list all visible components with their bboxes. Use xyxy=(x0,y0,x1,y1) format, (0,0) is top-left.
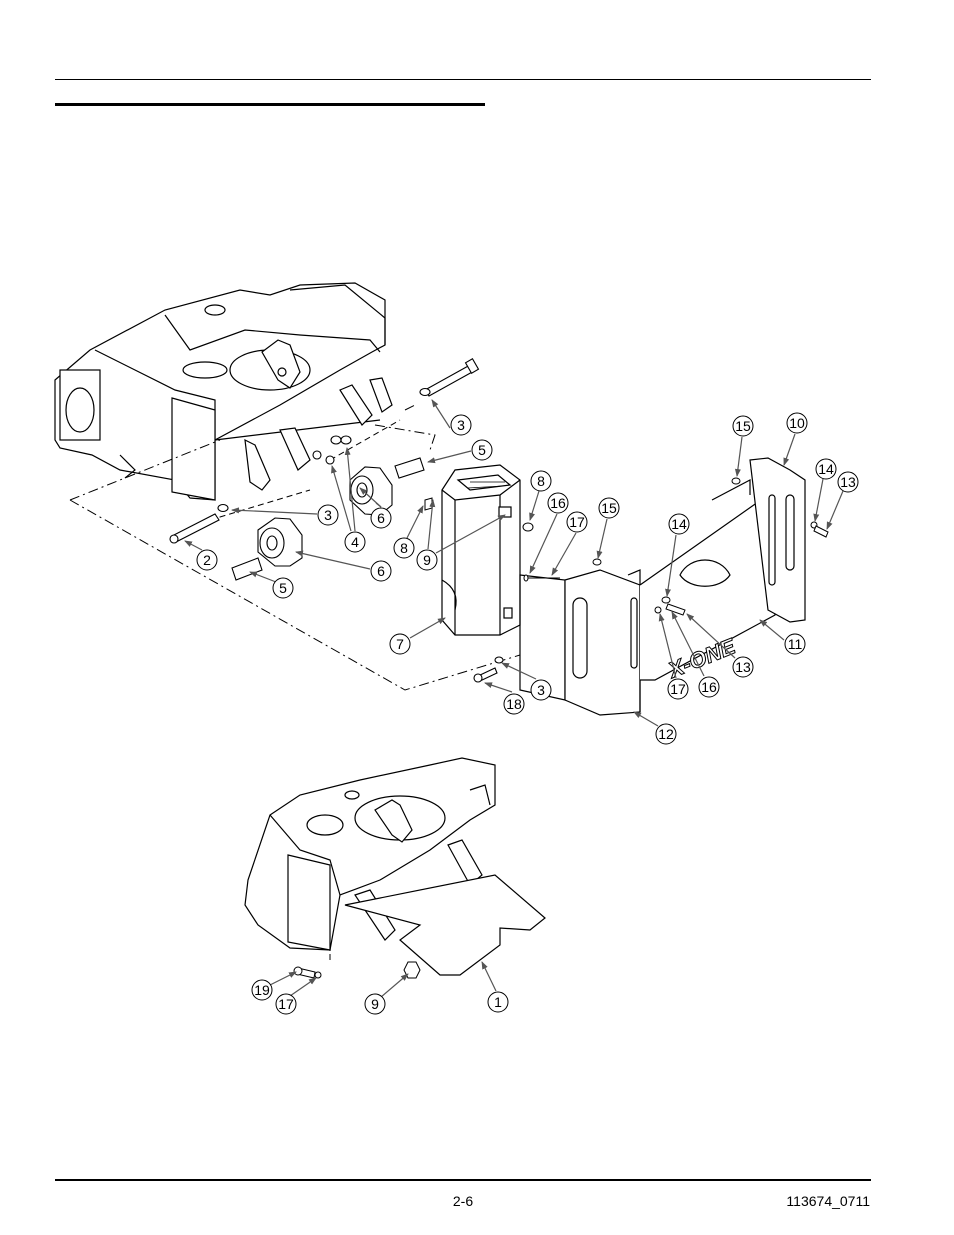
svg-text:9: 9 xyxy=(423,552,431,568)
hardware-upper xyxy=(169,358,504,683)
callout-16b: 16 xyxy=(671,611,720,698)
svg-text:9: 9 xyxy=(371,996,379,1012)
callout-3a: 3 xyxy=(431,399,472,436)
upper-frame xyxy=(54,282,393,501)
svg-text:1: 1 xyxy=(494,994,502,1010)
callout-8b: 8 xyxy=(529,470,552,521)
callout-17a: 17 xyxy=(551,511,588,576)
svg-text:16: 16 xyxy=(701,679,717,695)
callout-5a: 5 xyxy=(427,439,493,464)
callout-13b: 13 xyxy=(826,471,859,530)
callout-11: 11 xyxy=(759,619,806,655)
callouts-upper: 3 5 3 4 6 2 5 6 8 9 7 18 3 8 16 17 15 14… xyxy=(184,399,859,745)
svg-text:13: 13 xyxy=(735,659,751,675)
console-part-7 xyxy=(441,464,521,636)
svg-text:2: 2 xyxy=(203,552,211,568)
svg-text:11: 11 xyxy=(788,636,803,652)
svg-text:17: 17 xyxy=(569,514,585,530)
svg-text:13: 13 xyxy=(840,474,856,490)
callout-16a: 16 xyxy=(529,492,569,574)
svg-text:14: 14 xyxy=(818,461,834,477)
callout-18: 18 xyxy=(484,682,525,715)
svg-text:12: 12 xyxy=(658,726,674,742)
assembly-dashline xyxy=(69,404,521,691)
callout-1: 1 xyxy=(481,961,509,1013)
callout-4: 4 xyxy=(331,447,366,553)
svg-text:3: 3 xyxy=(457,417,465,433)
svg-text:6: 6 xyxy=(377,563,385,579)
svg-text:15: 15 xyxy=(601,500,617,516)
callout-6a: 6 xyxy=(359,487,392,529)
page-number: 2-6 xyxy=(452,1193,474,1209)
callout-17b: 17 xyxy=(658,613,689,700)
svg-text:4: 4 xyxy=(351,534,359,550)
callout-6b: 6 xyxy=(295,550,392,582)
callout-7: 7 xyxy=(389,617,446,655)
svg-text:16: 16 xyxy=(550,495,566,511)
svg-text:5: 5 xyxy=(279,580,287,596)
lower-frame xyxy=(244,757,546,976)
svg-text:8: 8 xyxy=(537,473,545,489)
bottom-rule xyxy=(55,1179,871,1181)
document-code: 113674_0711 xyxy=(786,1193,870,1209)
svg-text:18: 18 xyxy=(506,696,522,712)
callout-15a: 15 xyxy=(596,497,620,559)
svg-text:14: 14 xyxy=(671,516,687,532)
callout-8a: 8 xyxy=(393,505,424,559)
svg-text:17: 17 xyxy=(278,996,294,1012)
svg-text:17: 17 xyxy=(670,681,686,697)
callout-19: 19 xyxy=(251,971,297,1001)
svg-text:5: 5 xyxy=(478,442,486,458)
top-rule xyxy=(55,79,871,80)
callout-17c: 17 xyxy=(275,977,317,1015)
callout-9b: 9 xyxy=(364,973,409,1015)
svg-text:8: 8 xyxy=(400,540,408,556)
callout-12: 12 xyxy=(633,711,677,745)
callout-14a: 14 xyxy=(665,513,690,597)
svg-text:15: 15 xyxy=(735,418,751,434)
svg-text:6: 6 xyxy=(377,510,385,526)
side-brackets: X-ONE xyxy=(519,457,806,716)
svg-text:10: 10 xyxy=(789,415,805,431)
callout-3c: 3 xyxy=(501,662,552,701)
callout-14b: 14 xyxy=(813,458,837,522)
callout-13a: 13 xyxy=(686,613,754,678)
callout-9a: 9 xyxy=(416,499,506,571)
callout-5b: 5 xyxy=(249,571,294,599)
svg-text:3: 3 xyxy=(324,507,332,523)
callouts-lower: 19 17 9 1 xyxy=(251,961,509,1015)
title-underline xyxy=(55,103,485,106)
svg-text:3: 3 xyxy=(537,682,545,698)
hardware-lower xyxy=(293,961,421,979)
callout-2: 2 xyxy=(184,540,218,571)
svg-text:19: 19 xyxy=(254,982,270,998)
callout-15b: 15 xyxy=(732,415,754,477)
callout-10: 10 xyxy=(783,412,808,466)
svg-text:7: 7 xyxy=(396,636,404,652)
callout-3b: 3 xyxy=(231,504,339,526)
